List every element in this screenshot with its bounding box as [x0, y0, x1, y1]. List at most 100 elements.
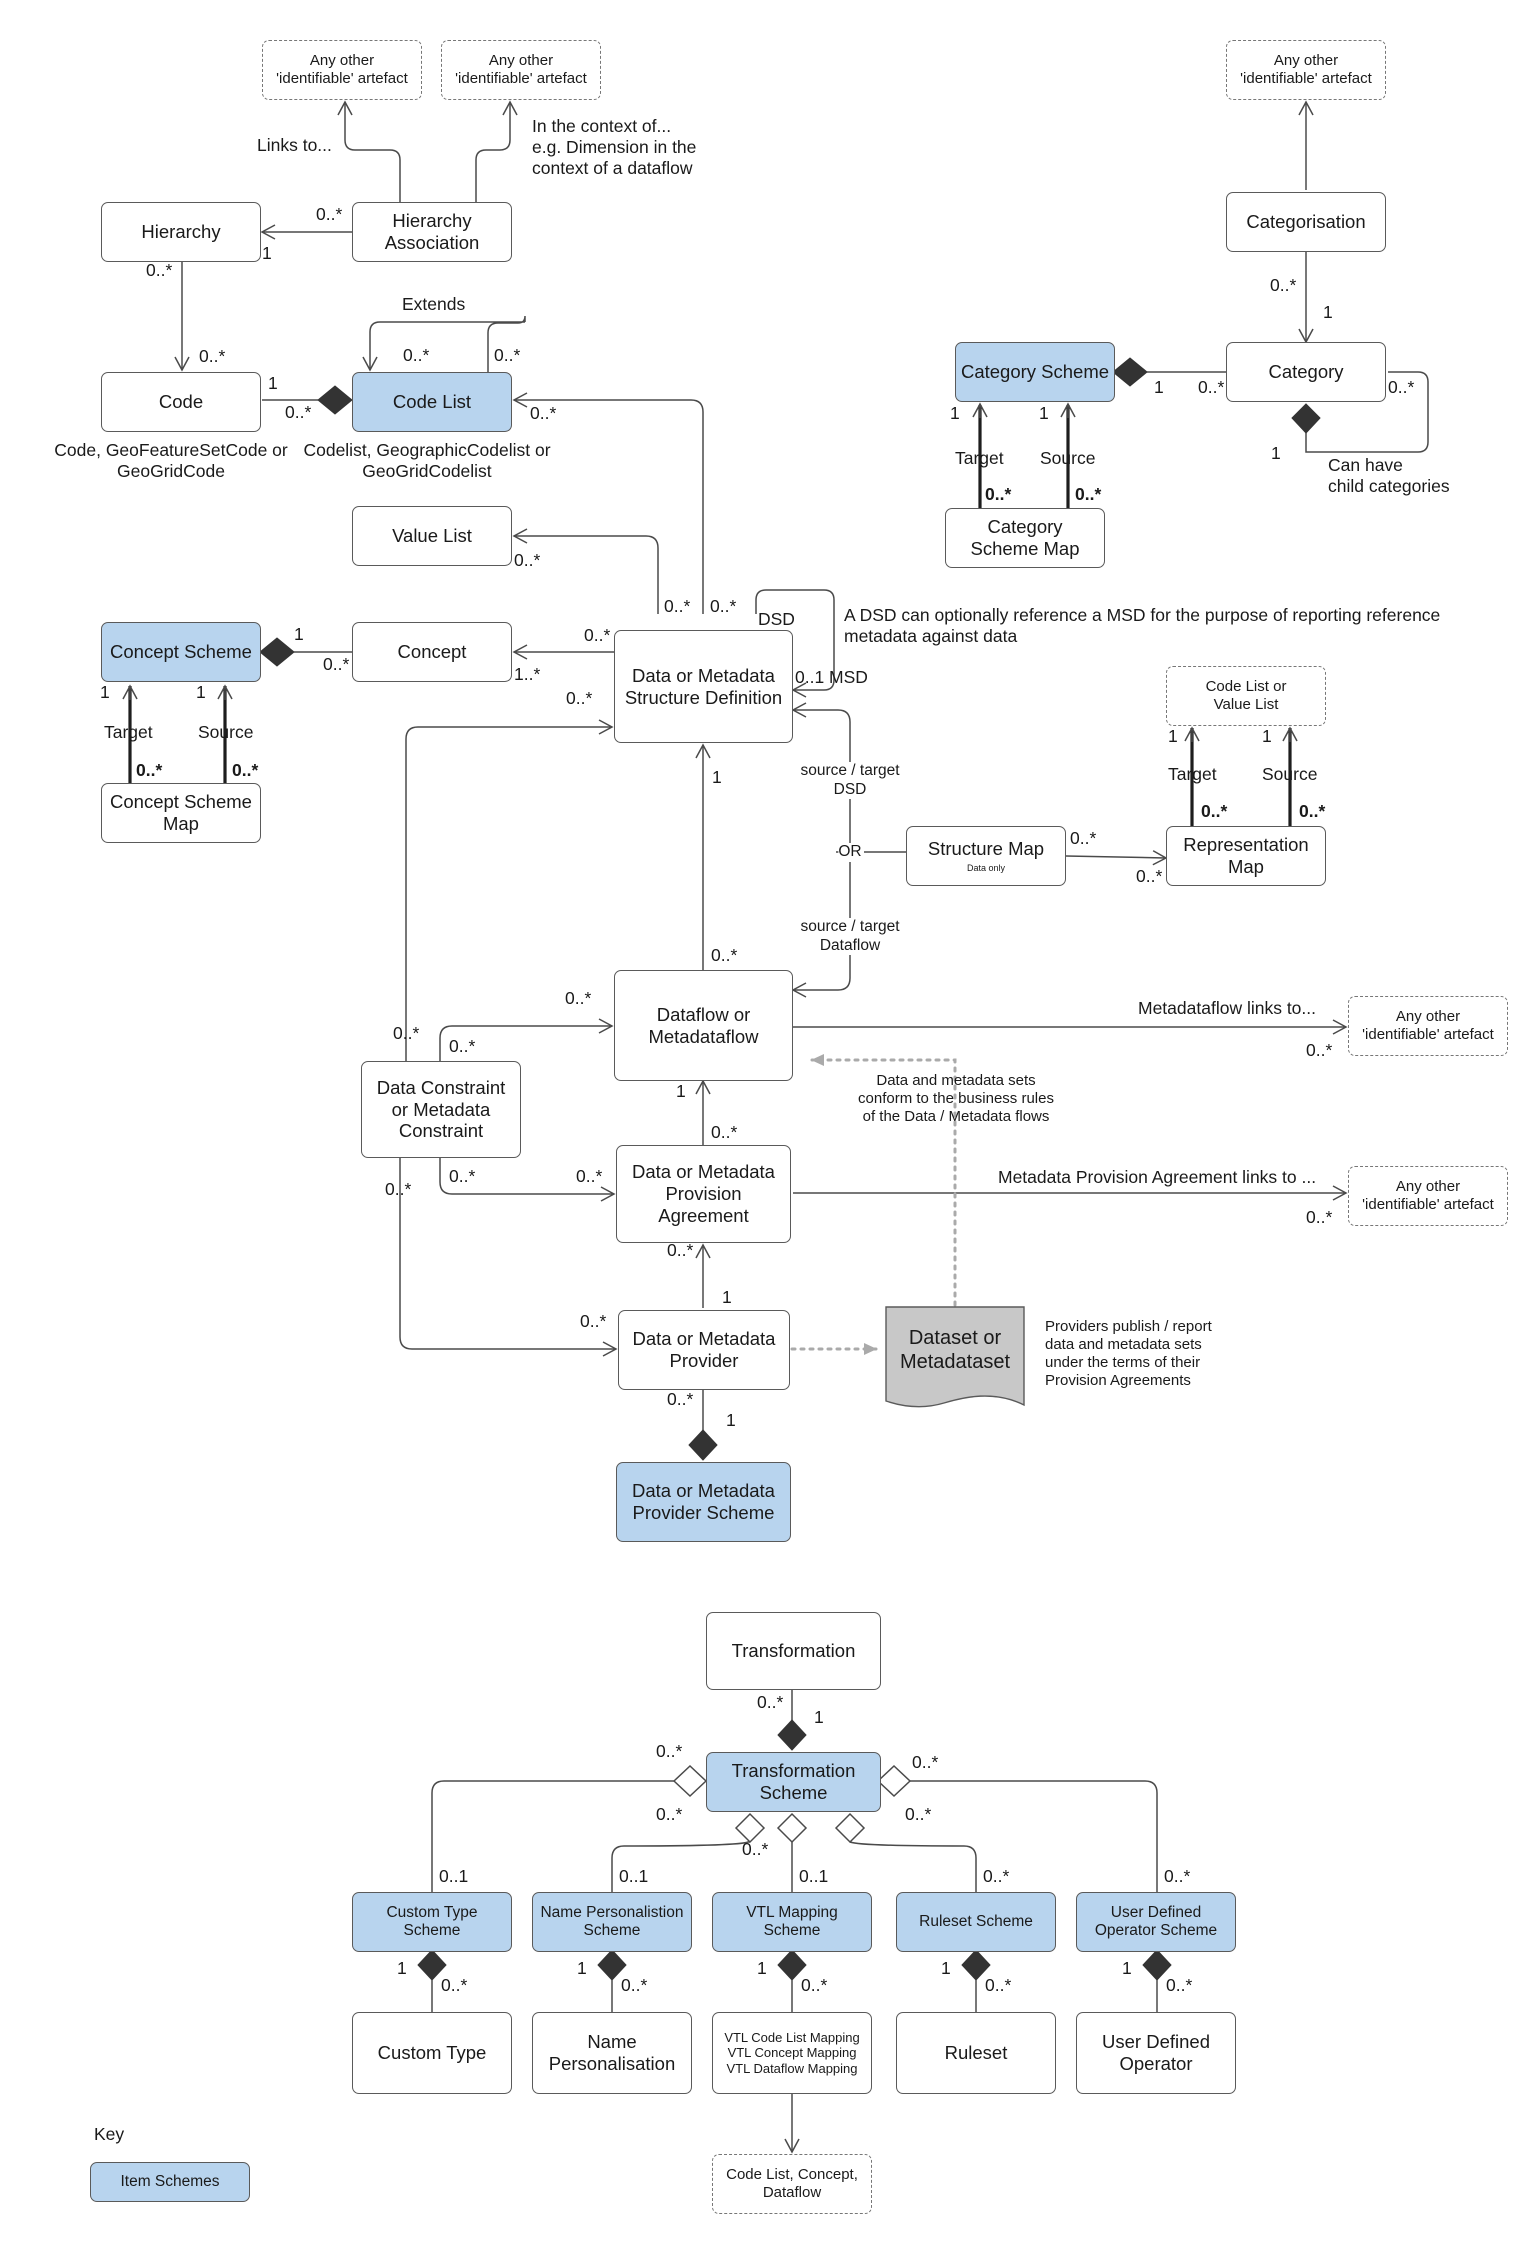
multiplicity: 0..* — [621, 1975, 648, 1995]
multiplicity: 1 — [1168, 726, 1178, 746]
dataset-document-shape — [885, 1306, 1025, 1408]
extends-label: Extends — [402, 294, 466, 314]
custom-type-box: Custom Type — [352, 2012, 512, 2094]
target-label: Target — [1168, 764, 1217, 784]
multiplicity: 1 — [814, 1707, 824, 1727]
multiplicity: 0..* — [1306, 1207, 1333, 1227]
multiplicity: 1..* — [514, 664, 541, 684]
multiplicity: 0..* — [983, 1866, 1010, 1886]
source-label: Source — [1040, 448, 1096, 468]
multiplicity: 0..* — [912, 1752, 939, 1772]
key-label: Key — [94, 2124, 125, 2144]
any-other-artefact-box: Any other 'identifiable' artefact — [1348, 996, 1508, 1056]
or-label: OR — [838, 843, 862, 862]
multiplicity: 1 — [757, 1958, 767, 1978]
vtl-mapping-scheme-box: VTL Mapping Scheme — [712, 1892, 872, 1952]
multiplicity: 0..* — [801, 1975, 828, 1995]
aggregation-diamond — [734, 1812, 766, 1844]
concept-box: Concept — [352, 622, 512, 682]
category-box: Category — [1226, 342, 1386, 402]
user-defined-operator-box: User Defined Operator — [1076, 2012, 1236, 2094]
aggregation-diamond — [834, 1812, 866, 1844]
dsd-self-label: DSD — [758, 609, 795, 629]
multiplicity: 0..* — [403, 345, 430, 365]
multiplicity: 0..* — [711, 945, 738, 965]
multiplicity: 0..* — [1270, 275, 1297, 295]
composition-diamond — [317, 385, 353, 415]
multiplicity: 0..* — [146, 260, 173, 280]
key-item-schemes-box: Item Schemes — [90, 2162, 250, 2202]
multiplicity: 0..* — [530, 403, 557, 423]
value-list-box: Value List — [352, 506, 512, 566]
multiplicity: 0..* — [199, 346, 226, 366]
multiplicity: 0..* — [584, 625, 611, 645]
multiplicity: 0..* — [656, 1741, 683, 1761]
multiplicity: 0..* — [316, 204, 343, 224]
multiplicity: 0..1 — [439, 1866, 469, 1886]
multiplicity: 0..* — [905, 1804, 932, 1824]
structure-map-title: Structure Map — [927, 838, 1045, 860]
source-target-dsd-label: source / target DSD — [800, 762, 900, 800]
source-target-dataflow-label: source / target Dataflow — [800, 918, 900, 956]
multiplicity: 0..* — [285, 402, 312, 422]
mpa-links-label: Metadata Provision Agreement links to ..… — [998, 1167, 1317, 1187]
multiplicity: 0..* — [711, 1122, 738, 1142]
multiplicity: 1 — [397, 1958, 407, 1978]
multiplicity: 1 — [1262, 726, 1272, 746]
multiplicity: 0..* — [985, 1975, 1012, 1995]
hierarchy-association-box: Hierarchy Association — [352, 202, 512, 262]
aggregation-diamond — [876, 1764, 912, 1798]
multiplicity: 1 — [676, 1081, 686, 1101]
multiplicity: 1 — [1122, 1958, 1132, 1978]
target-label: Target — [955, 448, 1004, 468]
multiplicity: 1 — [1039, 403, 1049, 423]
composition-diamond — [1291, 403, 1321, 434]
name-personalisation-scheme-box: Name Personalistion Scheme — [532, 1892, 692, 1952]
any-other-artefact-box: Any other 'identifiable' artefact — [1348, 1166, 1508, 1226]
composition-diamond — [259, 637, 295, 667]
aggregation-diamond — [672, 1764, 708, 1798]
any-other-artefact-box: Any other 'identifiable' artefact — [262, 40, 422, 100]
multiplicity: 0..* — [710, 596, 737, 616]
multiplicity: 0..* — [1299, 801, 1326, 821]
multiplicity: 1 — [577, 1958, 587, 1978]
multiplicity: 0..* — [323, 654, 350, 674]
target-label: Target — [104, 722, 153, 742]
multiplicity: 0..* — [566, 688, 593, 708]
multiplicity: 1 — [268, 373, 278, 393]
transformation-box: Transformation — [706, 1612, 881, 1690]
multiplicity: 0..* — [1306, 1040, 1333, 1060]
dataflow-box: Dataflow or Metadataflow — [614, 970, 793, 1081]
multiplicity: 0..* — [1075, 484, 1102, 504]
links-to-label: Links to... — [257, 135, 332, 155]
any-other-artefact-box: Any other 'identifiable' artefact — [441, 40, 601, 100]
multiplicity: 0..* — [232, 760, 259, 780]
representation-map-box: Representation Map — [1166, 826, 1326, 886]
multiplicity: 0..* — [580, 1311, 607, 1331]
any-other-artefact-box: Any other 'identifiable' artefact — [1226, 40, 1386, 100]
dsd-box: Data or Metadata Structure Definition — [614, 630, 793, 743]
multiplicity: 1 — [722, 1287, 732, 1307]
multiplicity: 0..* — [1198, 377, 1225, 397]
structure-map-subtitle: Data only — [966, 863, 1006, 874]
in-the-context-label: In the context of... e.g. Dimension in t… — [532, 116, 697, 178]
code-note-label: Code, GeoFeatureSetCode or GeoGridCode — [54, 440, 288, 481]
code-list-box: Code List — [352, 372, 512, 432]
multiplicity: 0..* — [1164, 1866, 1191, 1886]
metadataflow-links-label: Metadataflow links to... — [1138, 998, 1316, 1018]
category-scheme-map-box: Category Scheme Map — [945, 508, 1105, 568]
code-list-or-value-list-box: Code List or Value List — [1166, 666, 1326, 726]
code-box: Code — [101, 372, 261, 432]
multiplicity: 0..* — [576, 1166, 603, 1186]
multiplicity: 0..* — [1166, 1975, 1193, 1995]
multiplicity: 0..* — [742, 1839, 769, 1859]
multiplicity: 1 — [712, 767, 722, 787]
multiplicity: 0..* — [385, 1179, 412, 1199]
concept-scheme-map-box: Concept Scheme Map — [101, 783, 261, 843]
structure-map-box: Structure Map Data only — [906, 826, 1066, 886]
custom-type-scheme-box: Custom Type Scheme — [352, 1892, 512, 1952]
concept-scheme-box: Concept Scheme — [101, 622, 261, 682]
dataset-label: Dataset or Metadataset — [899, 1326, 1011, 1373]
multiplicity: 0..* — [441, 1975, 468, 1995]
